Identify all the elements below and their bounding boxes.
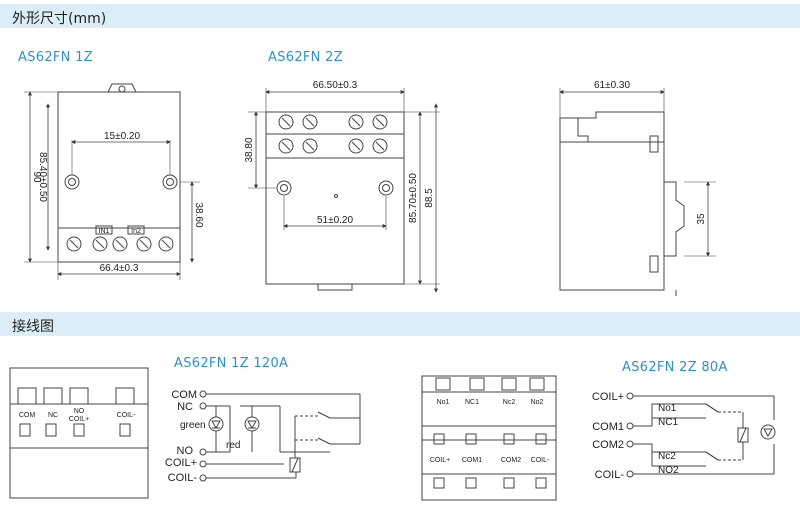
pin-1z-nc: NC (177, 401, 193, 413)
dim-2z-height: 85.70±0.50 (408, 173, 419, 223)
terminal-screws-2z (278, 114, 388, 154)
wiring-schematic-2z (626, 392, 776, 478)
wiring-relay-1z-body (9, 367, 149, 499)
dim-2z-width: 66.50±0.3 (313, 80, 358, 91)
dim-1z-width: 66.4±0.3 (100, 263, 139, 274)
led-red-label: red (226, 440, 240, 451)
body-2z-bottom-com1: COM1 (462, 457, 482, 464)
pin-1z-coilplus: COIL+ (165, 457, 197, 469)
model-title-2z: AS62FN 2Z (268, 50, 343, 65)
contact-2z-nc2: Nc2 (658, 451, 676, 462)
wiring-title-1z: AS62FN 1Z 120A (174, 356, 289, 371)
wiring-relay-2z-body (421, 375, 557, 501)
body-2z-bottom-coilplus: COIL+ (430, 457, 450, 464)
body-2z-bottom-com2: COM2 (501, 457, 521, 464)
dim-side-depth: 61±0.30 (594, 80, 631, 91)
dim-side-rail: 35 (696, 213, 707, 225)
dim-2z-height2: 88.5 (424, 188, 435, 208)
wiring-title-2z: AS62FN 2Z 80A (622, 360, 728, 375)
body-1z-label-coilminus: COIL- (117, 412, 136, 419)
dimensions-section-title: 外形尺寸(mm) (12, 11, 107, 27)
body-2z-top-no2: No2 (531, 399, 544, 406)
contact-2z-nc1: NC1 (658, 417, 678, 428)
dim-1z-hole-spacing: 15±0.20 (104, 131, 141, 142)
contact-2z-no1: No1 (658, 403, 677, 414)
pin-2z-com2: COM2 (592, 439, 624, 451)
wiring-schematic-1z (199, 390, 361, 482)
pin-1z-com: COM (171, 389, 197, 401)
dim-2z-hole-spacing: 51±0.20 (317, 215, 354, 226)
terminal-screws-1z (66, 236, 174, 252)
body-2z-top-nc2: Nc2 (503, 399, 516, 406)
relay-2z-front-view (248, 88, 440, 293)
body-1z-label-coilplus: COIL+ (69, 416, 89, 423)
wiring-section-header: 接线图 (0, 312, 800, 336)
dim-2z-top: 38.80 (244, 137, 255, 162)
wiring-section-title: 接线图 (12, 319, 54, 335)
dim-1z-height2: 85.40±0.50 (37, 152, 48, 202)
model-title-1z: AS62FN 1Z (18, 50, 93, 65)
led-green-label: green (180, 420, 206, 431)
contact-2z-no2: NO2 (658, 465, 679, 476)
body-1z-label-no: NO (74, 408, 85, 415)
body-2z-top-nc1: NC1 (465, 399, 479, 406)
relay-1z-front-view (24, 83, 200, 280)
pin-2z-coilminus: COIL- (595, 469, 625, 481)
body-2z-top-no1: No1 (437, 399, 450, 406)
body-2z-bottom-coilminus: COIL- (531, 457, 550, 464)
pin-2z-com1: COM1 (592, 421, 624, 433)
relay-side-view (559, 88, 716, 296)
dimensions-section-header: 外形尺寸(mm) (0, 4, 800, 28)
pin-1z-no: NO (177, 445, 194, 457)
pin-2z-coilplus: COIL+ (592, 391, 624, 403)
body-1z-label-nc: NC (48, 412, 58, 419)
body-1z-label-com: COM (19, 412, 36, 419)
dim-1z-height: 90 (31, 171, 42, 183)
pin-1z-coilminus: COIL- (168, 472, 198, 484)
label-in1: IN1 (99, 228, 110, 235)
dim-1z-hole-to-base: 38.60 (193, 202, 204, 227)
label-in2: In2 (131, 228, 141, 235)
